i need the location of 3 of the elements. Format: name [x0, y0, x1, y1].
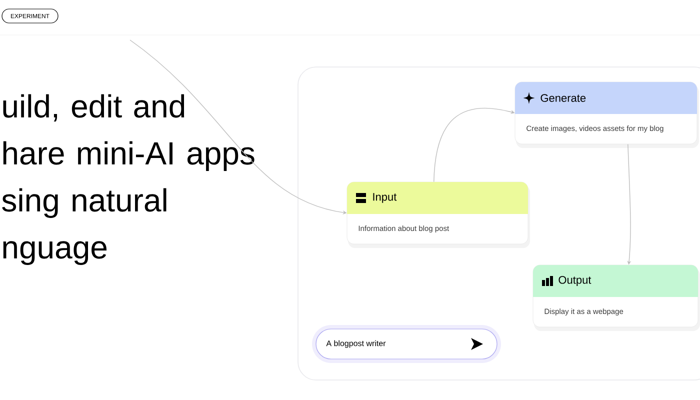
heading: uild, edit and hare mini-AI apps sing natural nguage: [2, 94, 254, 266]
prompt-field: A blogpost writer: [312, 325, 501, 363]
canvas-panel: [298, 66, 700, 380]
